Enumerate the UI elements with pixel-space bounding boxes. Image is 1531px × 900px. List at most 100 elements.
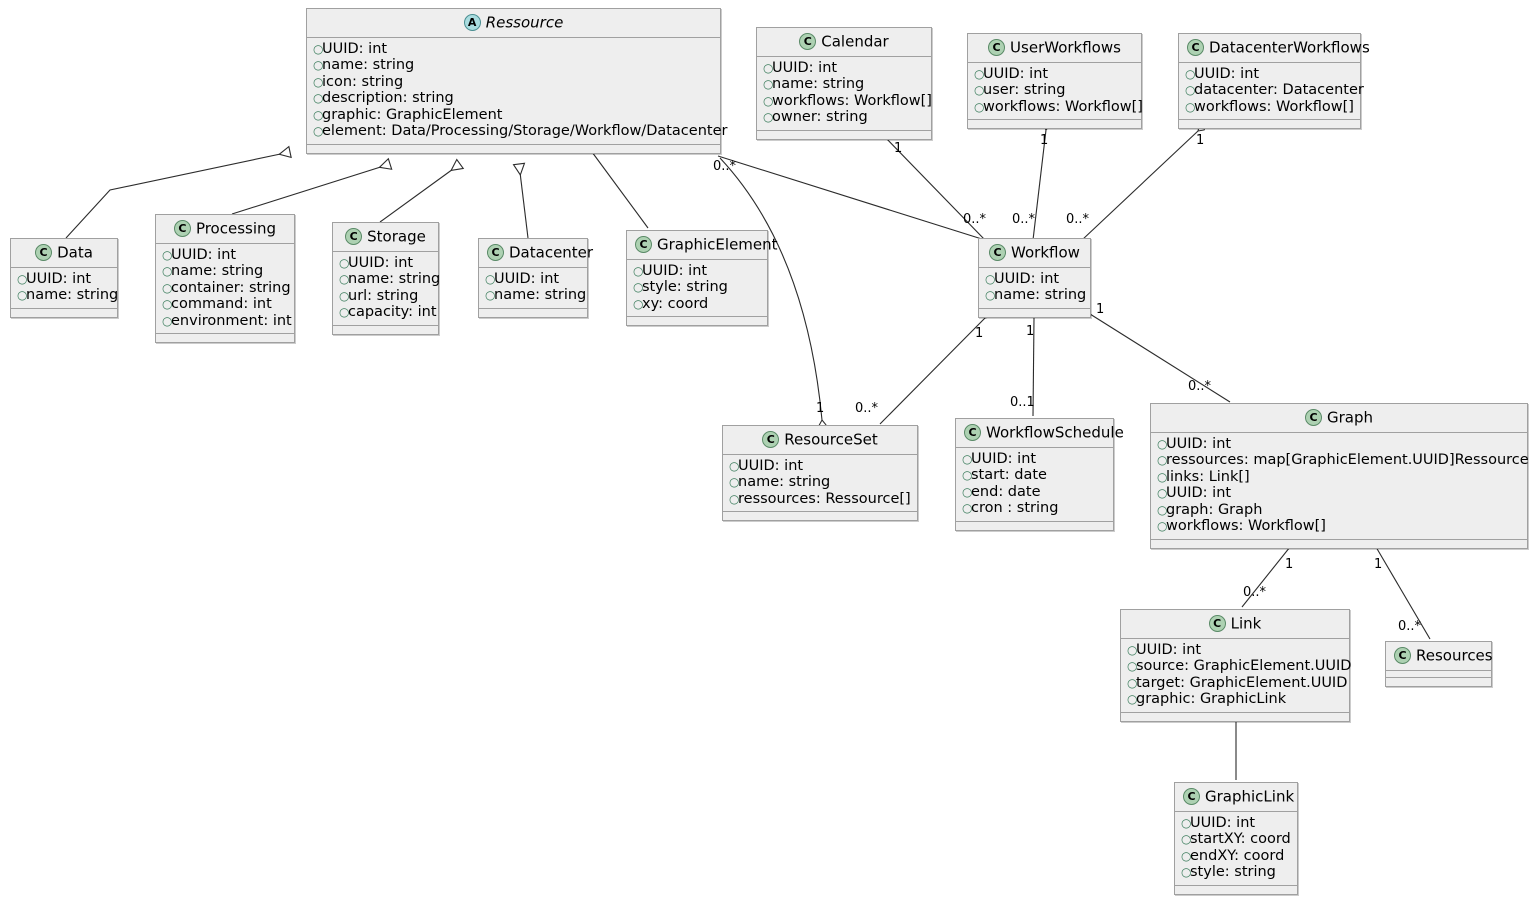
attribute-text: ressources: map[GraphicElement.UUID]Ress… xyxy=(1166,452,1529,468)
attribute-row: ○name: string xyxy=(162,263,286,280)
class-attributes-datacenter: ○UUID: int○name: string xyxy=(479,267,587,309)
multiplicity-label: 0..* xyxy=(963,212,987,227)
multiplicity-label: 0..* xyxy=(855,401,879,416)
visibility-public-icon: ○ xyxy=(763,110,774,124)
class-methods-calendar xyxy=(757,130,931,139)
class-icon: C xyxy=(1183,788,1200,805)
class-name-storage: Storage xyxy=(367,227,426,246)
class-methods-userworkflows xyxy=(968,120,1141,128)
visibility-public-icon: ○ xyxy=(162,313,173,328)
class-icon: C xyxy=(487,244,504,261)
attribute-row: ○UUID: int xyxy=(485,271,579,288)
class-methods-ressource xyxy=(307,144,720,153)
visibility-public-icon: ○ xyxy=(985,271,996,286)
multiplicity-label: 1 xyxy=(816,401,825,416)
attribute-row: ○source: GraphicElement.UUID xyxy=(1127,658,1351,675)
attribute-text: UUID: int xyxy=(1194,65,1260,82)
class-icon: C xyxy=(345,228,363,245)
attribute-row: ○xy: coord xyxy=(633,296,759,313)
class-box-resources[interactable]: C Resources xyxy=(1385,641,1493,687)
visibility-public-icon: ○ xyxy=(1157,436,1168,451)
visibility-public-icon: ○ xyxy=(313,124,324,138)
attribute-text: datacenter: Datacenter xyxy=(1194,82,1364,98)
attribute-text: UUID: int xyxy=(322,40,388,57)
attribute-row: ○graphic: GraphicElement xyxy=(313,107,712,124)
attribute-text: source: GraphicElement.UUID xyxy=(1136,658,1352,674)
attribute-text: UUID: int xyxy=(1166,485,1232,501)
multiplicity-label: 0..1 xyxy=(1010,395,1035,410)
class-icon: C xyxy=(988,39,1006,56)
attribute-text: container: string xyxy=(171,279,291,296)
edge-ressource-graphicelement xyxy=(592,152,649,229)
attribute-row: ○description: string xyxy=(313,90,712,107)
multiplicity-label: 0..* xyxy=(713,159,737,174)
attribute-row: ○UUID: int xyxy=(1127,642,1341,659)
visibility-public-icon: ○ xyxy=(974,66,985,81)
visibility-public-icon: ○ xyxy=(974,83,985,97)
class-attributes-link: ○UUID: int○source: GraphicElement.UUID○t… xyxy=(1121,638,1351,713)
attribute-row: ○UUID: int xyxy=(313,41,712,58)
class-methods-processing xyxy=(156,334,294,342)
edge-ressource-workflow xyxy=(717,155,986,241)
attribute-text: UUID: int xyxy=(642,262,708,279)
attribute-row: ○workflows: Workflow[] xyxy=(974,99,1143,116)
visibility-public-icon: ○ xyxy=(162,297,173,311)
attribute-text: target: GraphicElement.UUID xyxy=(1136,674,1348,691)
attribute-text: name: string xyxy=(348,271,441,287)
attribute-text: UUID: int xyxy=(994,270,1060,287)
class-name-workflow: Workflow xyxy=(1011,243,1080,262)
visibility-public-icon: ○ xyxy=(313,41,324,56)
attribute-text: name: string xyxy=(494,287,587,303)
class-name-resources: Resources xyxy=(1416,646,1493,665)
attribute-text: start: date xyxy=(971,467,1047,483)
visibility-public-icon: ○ xyxy=(962,451,973,466)
attribute-text: UUID: int xyxy=(738,457,804,474)
visibility-public-icon: ○ xyxy=(162,264,173,278)
attribute-text: graphic: GraphicLink xyxy=(1136,691,1287,707)
visibility-public-icon: ○ xyxy=(1185,83,1196,97)
visibility-public-icon: ○ xyxy=(313,74,324,89)
attribute-text: UUID: int xyxy=(26,270,92,287)
visibility-public-icon: ○ xyxy=(17,288,28,302)
class-name-calendar: Calendar xyxy=(821,32,889,51)
class-icon: C xyxy=(1394,647,1411,664)
attribute-text: name: string xyxy=(171,263,264,279)
visibility-public-icon: ○ xyxy=(339,305,350,319)
attribute-text: workflows: Workflow[] xyxy=(1194,98,1354,115)
attribute-row: ○UUID: int xyxy=(1185,66,1352,83)
attribute-text: name: string xyxy=(26,287,119,303)
attribute-row: ○UUID: int xyxy=(339,255,430,272)
class-name-resourceset: ResourceSet xyxy=(784,430,878,449)
multiplicity-label: 0..* xyxy=(1066,212,1090,227)
class-methods-graphicelement xyxy=(627,317,767,325)
attribute-text: links: Link[] xyxy=(1166,468,1250,485)
multiplicity-label: 1 xyxy=(975,326,984,341)
attribute-text: UUID: int xyxy=(348,254,414,271)
attribute-row: ○target: GraphicElement.UUID xyxy=(1127,675,1347,692)
visibility-public-icon: ○ xyxy=(633,280,644,294)
attribute-row: ○name: string xyxy=(985,287,1086,304)
visibility-public-icon: ○ xyxy=(313,58,324,72)
